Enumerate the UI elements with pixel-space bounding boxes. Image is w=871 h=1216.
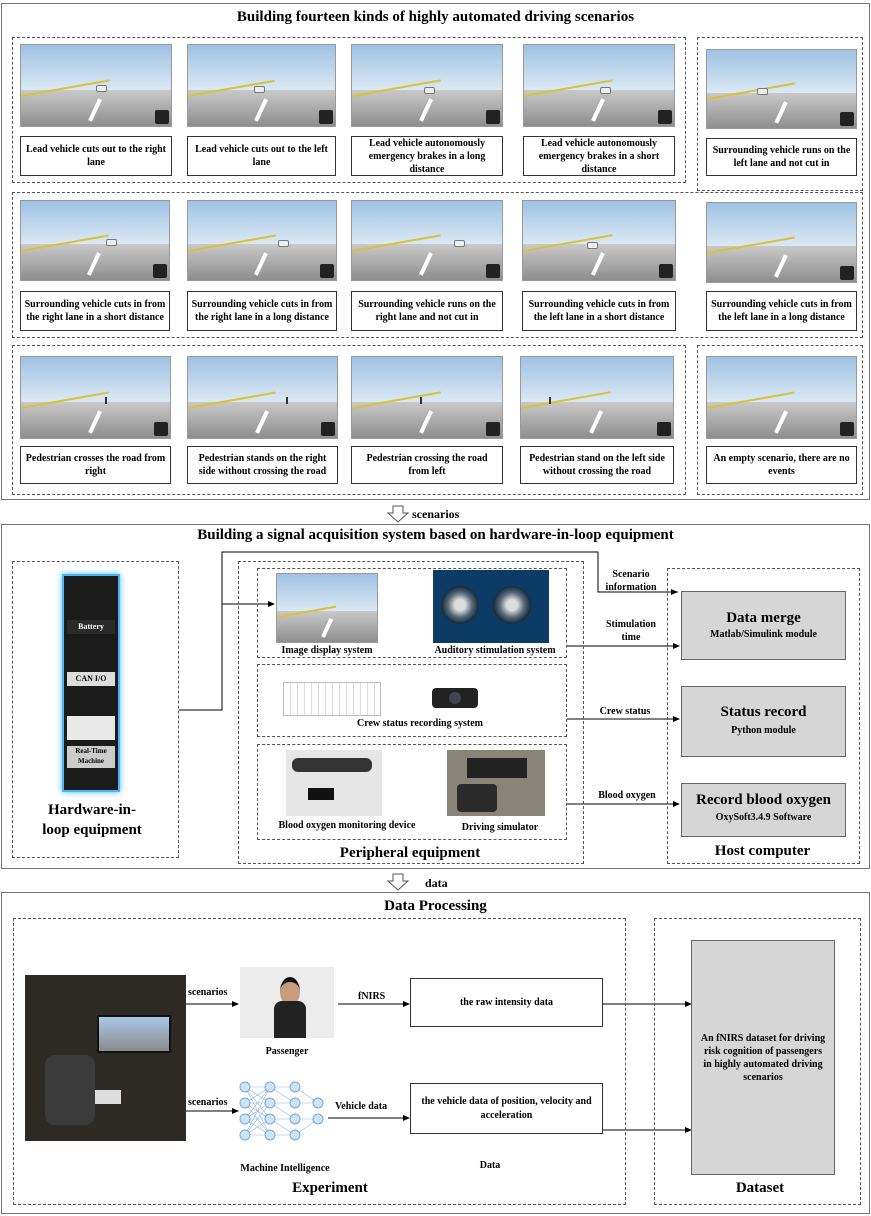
processing-section [1,892,870,1214]
acquisition-section-title: Building a signal acquisition system bas… [197,527,674,543]
driving-simulator-label: Driving simulator [461,822,539,833]
acquisition-section [1,524,870,869]
scenario-caption-7: Surrounding vehicle cuts in from the rig… [187,291,337,331]
scenarios-section-title: Building fourteen kinds of highly automa… [236,9,635,25]
camera-photo [432,688,478,708]
passenger-label: Passenger [265,1046,309,1057]
scenario-caption-3: Lead vehicle autonomously emergency brak… [351,136,503,176]
blood-device-photo [286,750,382,816]
scenario-caption-9: Surrounding vehicle cuts in from the lef… [522,291,676,331]
host-group [667,568,860,864]
data-merge-title: Data merge [726,610,801,626]
status-record-sub: Python module [731,725,796,736]
peripheral-crew-group [257,664,567,737]
row1-extra-group [697,37,863,191]
experiment-group [13,918,626,1205]
rack-battery-panel: Battery [67,620,115,634]
scenario-caption-13: Pedestrian crossing the road from left [351,446,503,484]
arrow-label-scenarios: scenarios [412,507,460,521]
data-merge-sub: Matlab/Simulink module [710,629,817,640]
scenario-image-10 [706,202,857,283]
scenario-caption-14: Pedestrian stand on the left side withou… [520,446,674,484]
data-merge-box: Data merge Matlab/Simulink module [681,591,846,660]
experiment-caption: Experiment [292,1180,368,1196]
vehicle-data-box: the vehicle data of position, velocity a… [410,1083,603,1134]
scenarios-label-upper: scenarios [188,987,228,998]
hil-caption: Hardware-in-loop equipment [42,802,142,838]
keyboard-photo [283,682,381,716]
rack-canio-panel: CAN I/O [67,672,115,686]
scenario-caption-5: Surrounding vehicle runs on the left lan… [706,138,857,176]
signal-scenario-information: Scenario information [605,569,657,593]
scenario-caption-6: Surrounding vehicle cuts in from the rig… [20,291,170,331]
scenario-image-6 [20,200,170,281]
raw-intensity-box: the raw intensity data [410,978,603,1027]
scenario-caption-12: Pedestrian stands on the right side with… [187,446,338,484]
status-record-title: Status record [720,704,807,720]
peripheral-av-group [257,568,567,658]
row1-group [12,37,686,183]
machine-intelligence-label: Machine Intelligence [240,1163,330,1174]
data-label: Data [479,1160,501,1171]
scenario-image-9 [522,200,676,281]
hil-rack: Battery CAN I/O Real-Time Machine [62,574,120,792]
scenario-caption-15: An empty scenario, there are no events [706,446,857,484]
scenarios-label-lower: scenarios [188,1097,228,1108]
arrow-label-data: data [425,876,448,890]
crew-status-system-label: Crew status recording system [356,718,483,729]
scenario-caption-1: Lead vehicle cuts out to the right lane [20,136,172,176]
rack-realtime-panel: Real-Time Machine [67,746,115,768]
scenario-caption-10: Surrounding vehicle cuts in from the lef… [706,291,857,331]
image-display-photo [276,573,378,643]
scenario-image-11 [20,356,171,439]
blood-device-label: Blood oxygen monitoring device [278,820,416,831]
peripheral-group [238,561,584,864]
host-caption: Host computer [714,843,811,859]
vehicle-data-label: Vehicle data [335,1101,388,1112]
row3-group [12,345,686,495]
dataset-box: An fNIRS dataset for driving risk cognit… [691,940,835,1175]
record-blood-title: Record blood oxygen [696,792,831,808]
rack-io-panel [67,716,115,740]
scenario-caption-2: Lead vehicle cuts out to the left lane [187,136,336,176]
processing-section-title: Data Processing [384,898,487,914]
speakers-photo [433,570,549,643]
driving-simulator-photo [447,750,545,816]
status-record-box: Status record Python module [681,686,846,757]
dataset-caption: Dataset [735,1180,785,1196]
scenario-caption-4: Lead vehicle autonomously emergency brak… [523,136,675,176]
scenarios-section [1,3,870,500]
fnirs-label: fNIRS [358,991,386,1002]
passenger-photo [240,967,334,1038]
experiment-photo [25,975,186,1141]
signal-crew-status: Crew status [599,706,651,717]
record-blood-sub: OxySoft3.4.9 Software [715,812,812,823]
record-blood-box: Record blood oxygen OxySoft3.4.9 Softwar… [681,783,846,837]
signal-blood-oxygen: Blood oxygen [598,790,656,801]
scenario-image-8 [351,200,503,281]
row3-extra-group [697,345,863,495]
peripheral-blood-group [257,744,567,840]
row2-group [12,192,863,338]
peripheral-caption: Peripheral equipment [339,845,481,861]
signal-stimulation-time: Stimulation time [605,619,656,643]
scenario-image-14 [520,356,674,439]
scenario-image-5 [706,49,857,129]
hil-group [12,561,179,858]
dataset-group [654,918,861,1205]
scenario-image-4 [523,44,675,127]
scenario-image-1 [20,44,172,127]
scenario-caption-11: Pedestrian crosses the road from right [20,446,171,484]
scenario-image-3 [351,44,503,127]
scenario-caption-8: Surrounding vehicle runs on the right la… [351,291,503,331]
scenario-image-7 [187,200,337,281]
scenario-image-2 [187,44,336,127]
scenario-image-13 [351,356,503,439]
image-display-label: Image display system [281,645,373,656]
scenario-image-12 [187,356,338,439]
auditory-label: Auditory stimulation system [434,645,556,656]
scenario-image-15 [706,356,857,439]
